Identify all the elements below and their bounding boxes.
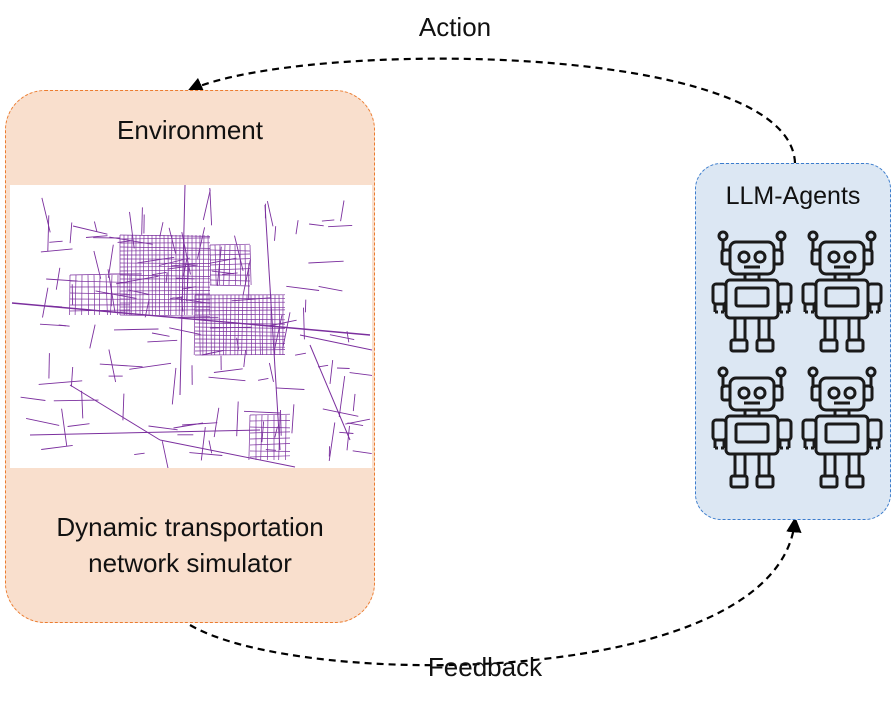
road-network-icon — [11, 184, 392, 479]
environment-subtitle: Dynamic transportation network simulator — [6, 509, 374, 581]
environment-title: Environment — [117, 115, 263, 145]
llm-agents-title: LLM-Agents — [725, 182, 861, 210]
robot-icon — [801, 230, 883, 353]
feedback-label: Feedback — [427, 652, 543, 682]
subtitle-line-1: Dynamic transportation — [56, 512, 324, 542]
environment-box: Environment Dynamic transportation netwo… — [5, 90, 392, 623]
action-label: Action — [418, 12, 492, 42]
feedback-arrow — [189, 516, 802, 667]
subtitle-line-2: network simulator — [88, 548, 292, 578]
robot-icon — [711, 230, 793, 353]
robot-icon — [711, 366, 793, 489]
llm-agents-box: LLM-Agents — [695, 163, 891, 520]
robot-icon — [801, 366, 883, 489]
road-network-map — [10, 184, 392, 479]
